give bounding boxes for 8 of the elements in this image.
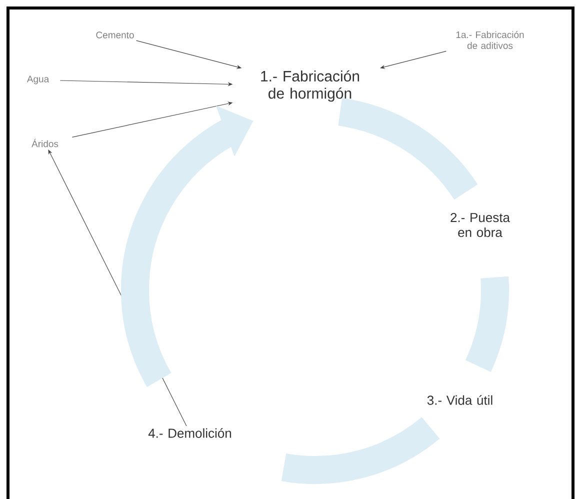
input-label: 1a.- Fabricación de aditivos: [456, 31, 524, 49]
input-label: Agua: [26, 76, 50, 84]
input-label: Áridos: [32, 138, 58, 148]
stage-label: 3.- Vida útil: [427, 395, 492, 405]
input-label: Cemento: [96, 32, 134, 38]
stage-label: 1.- Fabricación de hormigón: [261, 70, 360, 102]
stage-label: 2.- Puesta en obra: [450, 212, 510, 238]
stage-label: 4.- Demolición: [148, 428, 232, 438]
